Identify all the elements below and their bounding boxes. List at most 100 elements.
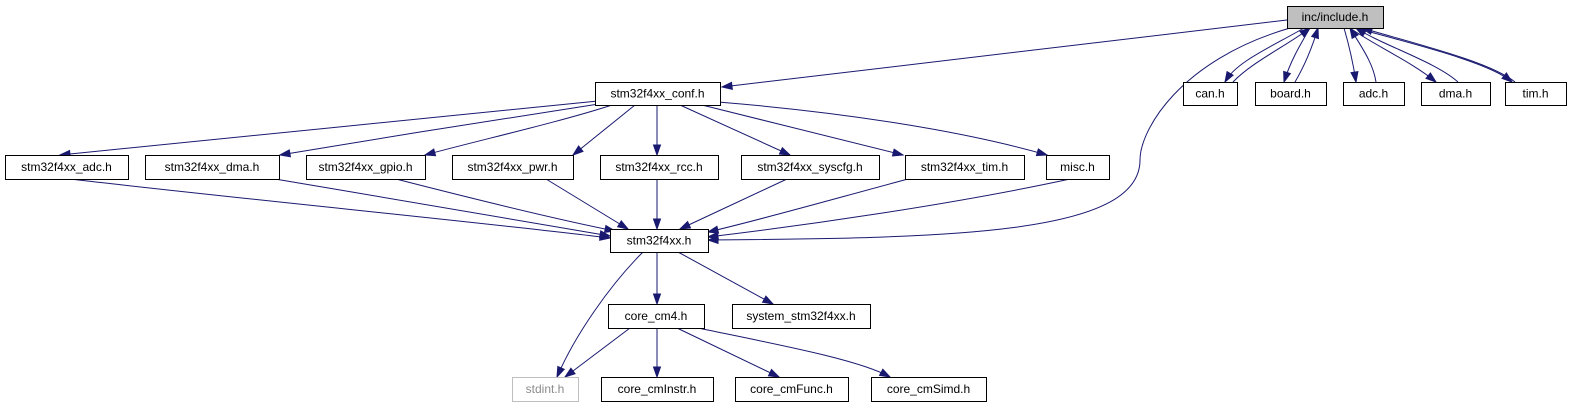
node-label: stm32f4xx_gpio.h (318, 160, 412, 174)
node-box (306, 155, 426, 180)
node-s_gpio[interactable]: stm32f4xx_gpio.h (306, 155, 426, 180)
arrowhead (278, 149, 292, 158)
node-label: stm32f4xx_rcc.h (615, 160, 702, 174)
edge-line (707, 178, 1071, 238)
node-label: stm32f4xx_conf.h (610, 87, 704, 101)
arrowhead (778, 146, 792, 156)
edge-include_h-to-adc (1343, 27, 1359, 84)
edge-stm32f4xx-to-system (677, 251, 775, 305)
node-box (595, 82, 721, 106)
node-label: can.h (1195, 87, 1224, 101)
node-cmInstr[interactable]: core_cmInstr.h (601, 377, 714, 402)
node-label: tim.h (1522, 87, 1548, 101)
node-tim[interactable]: tim.h (1505, 82, 1567, 106)
node-label: stm32f4xx_pwr.h (467, 160, 557, 174)
node-cmSimd[interactable]: core_cmSimd.h (871, 377, 987, 402)
node-s_adc[interactable]: stm32f4xx_adc.h (5, 155, 129, 180)
node-include_h[interactable]: inc/include.h (1287, 6, 1384, 29)
edge-s_gpio-to-stm32f4xx (395, 178, 617, 234)
edge-line (1361, 27, 1516, 83)
edge-include_h-to-conf (720, 19, 1288, 90)
edge-line (545, 178, 629, 230)
edge-conf-to-s_syscfg (679, 104, 792, 156)
edge-include_h-to-dma (1349, 27, 1438, 83)
node-stdint[interactable]: stdint.h (512, 377, 579, 402)
edge-line (717, 101, 1048, 156)
edge-conf-to-misc (717, 101, 1049, 157)
node-s_tim[interactable]: stm32f4xx_tim.h (905, 155, 1025, 180)
edge-core_cm4-to-cmFunc (676, 327, 781, 378)
node-system[interactable]: system_stm32f4xx.h (732, 304, 871, 329)
edge-include_h-to-board (1283, 27, 1311, 84)
node-core_cm4[interactable]: core_cm4.h (608, 304, 705, 329)
edge-can-to-include_h (1232, 27, 1312, 83)
node-box (601, 377, 714, 402)
edge-line (676, 327, 780, 378)
arrowhead (556, 365, 566, 379)
node-label: core_cmSimd.h (887, 382, 970, 396)
arrowhead (1349, 26, 1360, 40)
node-box (1255, 82, 1327, 106)
node-label: system_stm32f4xx.h (746, 309, 855, 323)
node-board[interactable]: board.h (1255, 82, 1327, 106)
edge-line (1232, 27, 1311, 83)
node-label: stm32f4xx_tim.h (921, 160, 1008, 174)
arrowhead (1310, 26, 1319, 40)
arrowhead (652, 144, 662, 157)
node-dma[interactable]: dma.h (1421, 82, 1491, 106)
arrowhead (1283, 70, 1292, 84)
node-can[interactable]: can.h (1183, 82, 1238, 106)
edge-line (697, 327, 891, 378)
arrowhead (761, 295, 775, 305)
edge-stm32f4xx-to-stdint (556, 251, 644, 379)
edge-include_h-to-can (1224, 27, 1305, 84)
edge-dma-to-include_h (1354, 27, 1459, 83)
node-stm32f4xx[interactable]: stm32f4xx.h (610, 229, 709, 253)
node-box (5, 155, 129, 180)
node-misc[interactable]: misc.h (1046, 155, 1110, 180)
edge-conf-to-s_gpio (423, 104, 613, 157)
node-box (1505, 82, 1567, 106)
arrowhead (598, 230, 612, 239)
node-box (1287, 6, 1384, 29)
arrowhead (706, 225, 720, 234)
node-s_rcc[interactable]: stm32f4xx_rcc.h (600, 155, 719, 180)
node-box (600, 155, 719, 180)
edge-line (701, 104, 904, 156)
arrowhead (1425, 72, 1438, 83)
edge-s_tim-to-stm32f4xx (706, 178, 909, 234)
edge-conf-to-s_tim (701, 104, 905, 157)
node-box (741, 155, 880, 180)
arrowhead (767, 368, 781, 378)
edge-conf-to-s_adc (58, 100, 599, 159)
node-adc[interactable]: adc.h (1343, 82, 1405, 106)
node-s_pwr[interactable]: stm32f4xx_pwr.h (452, 155, 574, 180)
edge-line (1355, 27, 1459, 83)
edge-line (69, 178, 611, 239)
node-box (512, 377, 579, 402)
edge-line (1355, 27, 1513, 83)
node-s_syscfg[interactable]: stm32f4xx_syscfg.h (741, 155, 880, 180)
arrowhead (652, 293, 662, 306)
edge-line (677, 251, 774, 305)
arrowhead (720, 81, 733, 90)
edge-line (572, 104, 636, 156)
arrowhead (878, 368, 892, 378)
arrowhead (891, 148, 905, 157)
edge-conf-to-s_dma (278, 102, 606, 158)
node-s_dma[interactable]: stm32f4xx_dma.h (145, 155, 280, 180)
edge-core_cm4-to-cmSimd (697, 327, 892, 378)
edge-line (395, 178, 616, 232)
node-label: dma.h (1439, 87, 1472, 101)
arrowhead (616, 219, 630, 230)
node-box (145, 155, 280, 180)
node-cmFunc[interactable]: core_cmFunc.h (735, 377, 849, 402)
node-label: stdint.h (526, 382, 565, 396)
node-conf[interactable]: stm32f4xx_conf.h (595, 82, 721, 106)
edge-include_h-to-stm32f4xx (706, 27, 1291, 245)
edge-s_pwr-to-stm32f4xx (545, 178, 630, 230)
edge-misc-to-stm32f4xx (706, 178, 1071, 240)
edge-stm32f4xx-to-core_cm4 (652, 252, 662, 306)
edge-s_dma-to-stm32f4xx (274, 178, 612, 239)
